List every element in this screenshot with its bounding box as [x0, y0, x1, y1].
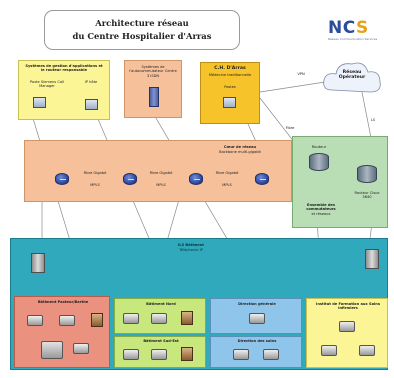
block-ch-arras-title: C.H. D'Arras	[214, 66, 246, 71]
block-batiment-pasteur: Bâtiment Pasteur/Barthe	[14, 296, 110, 368]
block-commutateurs-title: Ensemble des commutateurs	[306, 203, 336, 212]
cloud-label-line1: Réseau	[342, 70, 362, 75]
block-ifsi-title: Institut de Formation aux Soins Infirmie…	[316, 302, 380, 311]
workstation-icon	[33, 97, 46, 108]
block-pasteur-title: Bâtiment Pasteur/Barthe	[37, 300, 89, 304]
block-gestion-item1: Poste Siemens Call Manager	[29, 80, 65, 89]
fibre-link-label: Fibre	[285, 126, 295, 130]
equipment-icon	[365, 249, 379, 269]
router-icon	[255, 173, 269, 185]
block-autocommutateur-title: Systèmes de l'autocommutateur Centre 3 I…	[129, 65, 177, 78]
switch-label-left: Routeur	[311, 145, 327, 149]
phone-icon	[151, 313, 167, 324]
workstation-icon	[85, 99, 98, 110]
block-batiment-nord: Bâtiment Nord	[114, 298, 206, 334]
block-direction-generale: Direction générale	[210, 298, 302, 334]
block-commutateurs-subtitle: et réseaux	[311, 212, 331, 216]
operator-cloud-icon	[323, 62, 381, 93]
block-ch-arras-item: Postes	[224, 85, 236, 89]
backbone-link-label: Fibre Gigabit	[83, 171, 107, 175]
logo-tagline: Réseau Communication Services	[328, 37, 378, 41]
block-direction-soins-title: Direction des soins	[237, 339, 277, 343]
phone-icon	[59, 315, 75, 326]
operator-cloud-label: Réseau Opérateur	[332, 70, 372, 81]
phone-icon	[339, 321, 355, 332]
wan-link-label-vpn: VPN	[297, 72, 305, 76]
backbone-title: Cœur de réseau	[223, 145, 257, 149]
cloud-label-line2: Opérateur	[338, 75, 366, 81]
printer-icon	[41, 341, 63, 359]
phone-icon	[73, 343, 89, 354]
logo-accent-text: S	[356, 18, 369, 38]
device-icon	[91, 313, 103, 327]
phone-icon	[27, 315, 43, 326]
device-icon	[181, 347, 193, 361]
block-ils-subtitle: Téléphonie IP	[179, 248, 203, 252]
wan-link-label-ls: LS	[370, 118, 376, 122]
backbone-link-sublabel: MPLS	[156, 183, 166, 187]
block-gestion-applications: Systèmes de gestion d'applications et le…	[18, 60, 110, 120]
logo-main-text: NC	[328, 18, 357, 38]
device-icon	[181, 311, 193, 325]
phone-icon	[249, 313, 265, 324]
block-autocommutateur: Systèmes de l'autocommutateur Centre 3 I…	[124, 60, 182, 118]
block-ifsi: Institut de Formation aux Soins Infirmie…	[306, 298, 388, 368]
block-nord-title: Bâtiment Nord	[146, 302, 176, 306]
block-batiment-sud-est: Bâtiment Sud-Est	[114, 336, 206, 368]
backbone-link-label: Fibre Gigabit	[215, 171, 239, 175]
block-sud-est-title: Bâtiment Sud-Est	[143, 339, 179, 343]
ncs-logo: NCS Réseau Communication Services	[328, 18, 384, 48]
router-icon	[55, 173, 69, 185]
server-icon	[149, 87, 159, 107]
block-gestion-title: Systèmes de gestion d'applications et le…	[25, 64, 103, 73]
phone-icon	[263, 349, 279, 360]
switch-label-right: Routeur Cisco 3640	[354, 191, 380, 200]
phone-icon	[233, 349, 249, 360]
block-coeur-reseau: Cœur de réseau Backbone multi-gigabit Fi…	[24, 140, 292, 202]
diagram-title: Architecture réseau du Centre Hospitalie…	[44, 10, 240, 50]
phone-icon	[151, 349, 167, 360]
workstation-icon	[223, 97, 236, 108]
diagram-title-line2: du Centre Hospitalier d'Arras	[72, 31, 212, 41]
block-direction-soins: Direction des soins	[210, 336, 302, 368]
switch-icon	[357, 165, 377, 183]
phone-icon	[321, 345, 337, 356]
block-direction-generale-title: Direction générale	[238, 302, 276, 306]
diagram-title-line1: Architecture réseau	[95, 18, 189, 28]
router-icon	[189, 173, 203, 185]
block-ils-title: ILS Bâtiment	[177, 243, 205, 247]
backbone-subtitle: Backbone multi-gigabit	[219, 150, 261, 154]
backbone-link-sublabel: MPLS	[222, 183, 232, 187]
phone-icon	[359, 345, 375, 356]
block-ch-arras-subtitle: Médecine traditionnelle	[208, 73, 252, 77]
equipment-icon	[31, 253, 45, 273]
phone-icon	[123, 349, 139, 360]
router-icon	[123, 173, 137, 185]
block-ch-arras: C.H. D'Arras Médecine traditionnelle Pos…	[200, 62, 260, 124]
backbone-link-label: Fibre Gigabit	[149, 171, 173, 175]
phone-icon	[123, 313, 139, 324]
switch-icon	[309, 153, 329, 171]
block-gestion-item2: IP hôte	[84, 80, 98, 84]
block-commutateurs: Routeur Routeur Cisco 3640 Ensemble des …	[292, 136, 388, 228]
backbone-link-sublabel: MPLS	[90, 183, 100, 187]
